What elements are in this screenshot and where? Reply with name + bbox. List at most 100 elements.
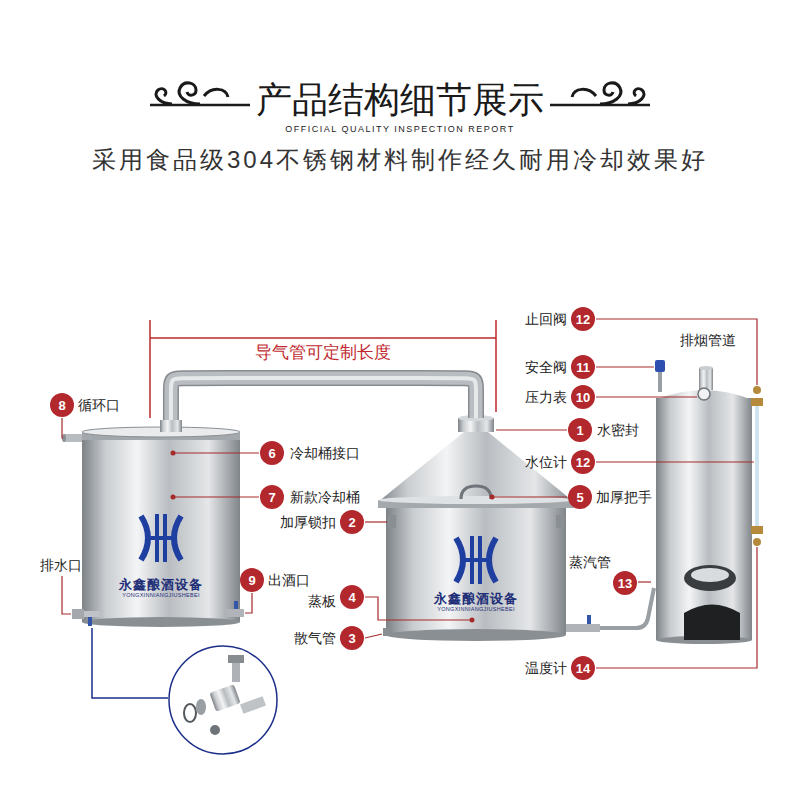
zoom-circle [169, 646, 277, 754]
brand-name: 永鑫酿酒设备 [434, 591, 518, 607]
brand-pinyin: YONGXINNIANGJIUSHEBEI [122, 592, 200, 599]
circulation-port [64, 434, 82, 442]
valve-body-part [209, 684, 240, 712]
check-valve [753, 386, 761, 394]
subtitle: OFFICIAL QUALITY INSPECTION REPORT [285, 124, 514, 134]
leader-line [365, 634, 382, 638]
page-title: 产品结构细节展示 [256, 79, 544, 120]
barrel-inlet [160, 420, 182, 432]
drain-valve [72, 609, 84, 619]
cloud-ornament [572, 89, 596, 97]
part-name: 加厚锁扣 [280, 514, 336, 530]
leader-line [365, 521, 387, 522]
part-name: 压力表 [525, 389, 567, 405]
cloud-ornament [600, 83, 621, 104]
pot-lid [378, 432, 574, 502]
fire-door [684, 605, 740, 641]
leader-line [496, 429, 567, 430]
valve-ring-part [184, 704, 196, 722]
lock-clasp [556, 515, 564, 528]
brand-name: 永鑫酿酒设备 [119, 577, 203, 593]
callout-number: 8 [50, 393, 74, 417]
pot-outlet [566, 624, 600, 632]
callout-number: 2 [340, 510, 364, 534]
zoom-leader [92, 628, 168, 698]
dimension-line [150, 320, 496, 418]
callout-number: 14 [571, 656, 595, 680]
callout-number: 5 [568, 485, 592, 509]
leader-dot [490, 495, 495, 500]
gauge-valve [751, 526, 763, 534]
vessel-body: 永鑫酿酒设备YONGXINNIANGJIUSHEBEI [378, 418, 574, 640]
logo-mark [147, 514, 175, 562]
gauge-valve [751, 398, 763, 406]
callout-number: 3 [340, 626, 364, 650]
callout-number: 1 [568, 418, 592, 442]
cloud-ornament [628, 89, 644, 104]
leader-line [596, 366, 654, 367]
part-name: 止回阀 [525, 311, 567, 327]
callout-number: 10 [571, 385, 595, 409]
valve-pipe-part [240, 696, 266, 714]
pipe-outline [171, 378, 476, 420]
lid-handle [461, 486, 491, 499]
pipe-highlight [171, 378, 476, 420]
leader-line [638, 581, 651, 582]
chimney [699, 368, 713, 390]
cloud-ornament [179, 83, 200, 104]
part-name: 温度计 [525, 660, 567, 676]
cloud-ornament [204, 89, 228, 97]
leader-line [62, 576, 71, 614]
callout-number: 9 [240, 568, 264, 592]
valve-nut-part [228, 655, 244, 663]
cloud-ornament [156, 89, 172, 104]
part-name: 水密封 [597, 422, 639, 438]
pipe-group [171, 378, 476, 420]
vent-pipe [383, 628, 392, 636]
part-name: 排烟管道 [680, 332, 736, 348]
callout-number: 7 [260, 485, 284, 509]
leader-dot [171, 495, 176, 500]
callout-number: 4 [340, 585, 364, 609]
brand-pinyin: YONGXINNIANGJIUSHEBEI [437, 606, 515, 613]
part-name: 蒸汽管 [569, 554, 611, 570]
pot-bottom [386, 629, 566, 641]
dimension-label: 导气管可定制长度 [255, 343, 391, 363]
tagline: 采用食品级304不锈钢材料制作经久耐用冷却效果好 [92, 146, 708, 174]
lid-rim-top [378, 496, 574, 504]
callout-number: 13 [613, 571, 637, 595]
part-name: 新款冷却桶 [290, 489, 360, 505]
part-name: 排水口 [40, 557, 82, 573]
water-level-tube [755, 402, 759, 530]
ornament-line [550, 104, 650, 107]
callout-number: 12 [571, 307, 595, 331]
drain-valve-handle [88, 617, 92, 626]
part-name: 出酒口 [268, 572, 310, 588]
cooling-barrel [82, 432, 240, 622]
valve-stem-part [232, 662, 240, 682]
leader-line [62, 418, 63, 438]
pressure-gauge [698, 388, 710, 400]
outlet-valve [226, 609, 244, 617]
drain-valve [84, 611, 100, 617]
leader-line [175, 452, 259, 453]
barrel-bottom [82, 617, 240, 627]
leader-line [596, 396, 697, 397]
part-name: 冷却桶接口 [290, 445, 360, 461]
valve-ring-part [196, 699, 206, 715]
logo-mark [174, 516, 181, 560]
leader-line [175, 496, 259, 497]
safety-valve-stem [658, 372, 662, 392]
callout-number: 6 [260, 441, 284, 465]
leader-line [494, 496, 567, 497]
outlet-valve-handle [234, 601, 238, 609]
callout-number: 12 [571, 450, 595, 474]
logo-mark [489, 538, 496, 582]
boiler-body [656, 398, 752, 640]
lock-clasp [388, 515, 396, 528]
vessel-body: 永鑫酿酒设备YONGXINNIANGJIUSHEBEI [82, 420, 240, 624]
leader-dot [171, 451, 176, 456]
logo-mark [141, 516, 148, 560]
leader-line [596, 547, 757, 668]
part-name: 散气管 [294, 630, 336, 646]
